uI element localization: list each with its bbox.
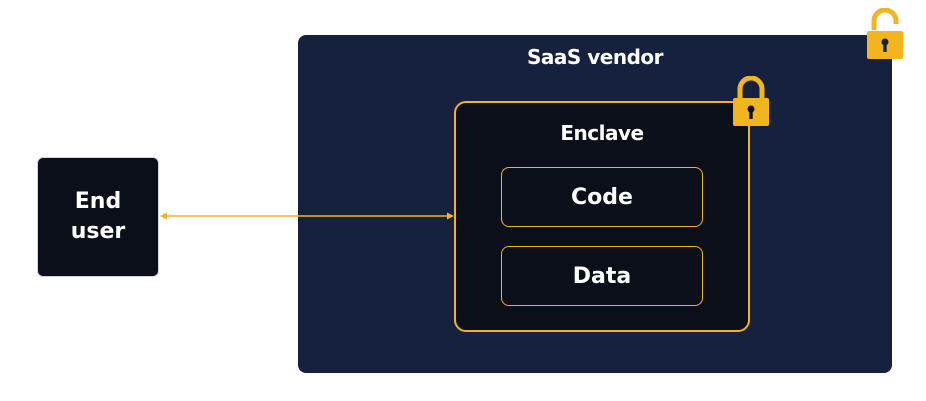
lock-closed-icon — [733, 76, 769, 126]
data-label: Data — [572, 263, 632, 289]
saas-vendor-title: SaaS vendor — [526, 45, 664, 69]
end-user-label: End user — [70, 189, 126, 244]
code-box: Code — [501, 167, 703, 227]
lock-open-icon — [867, 8, 903, 59]
end-user-box: End user — [37, 157, 159, 277]
arrowhead-left — [160, 212, 167, 220]
code-label: Code — [571, 184, 633, 210]
enclave-title: Enclave — [560, 121, 644, 145]
enclave-container: Enclave Code Data — [454, 101, 750, 332]
data-box: Data — [501, 246, 703, 306]
